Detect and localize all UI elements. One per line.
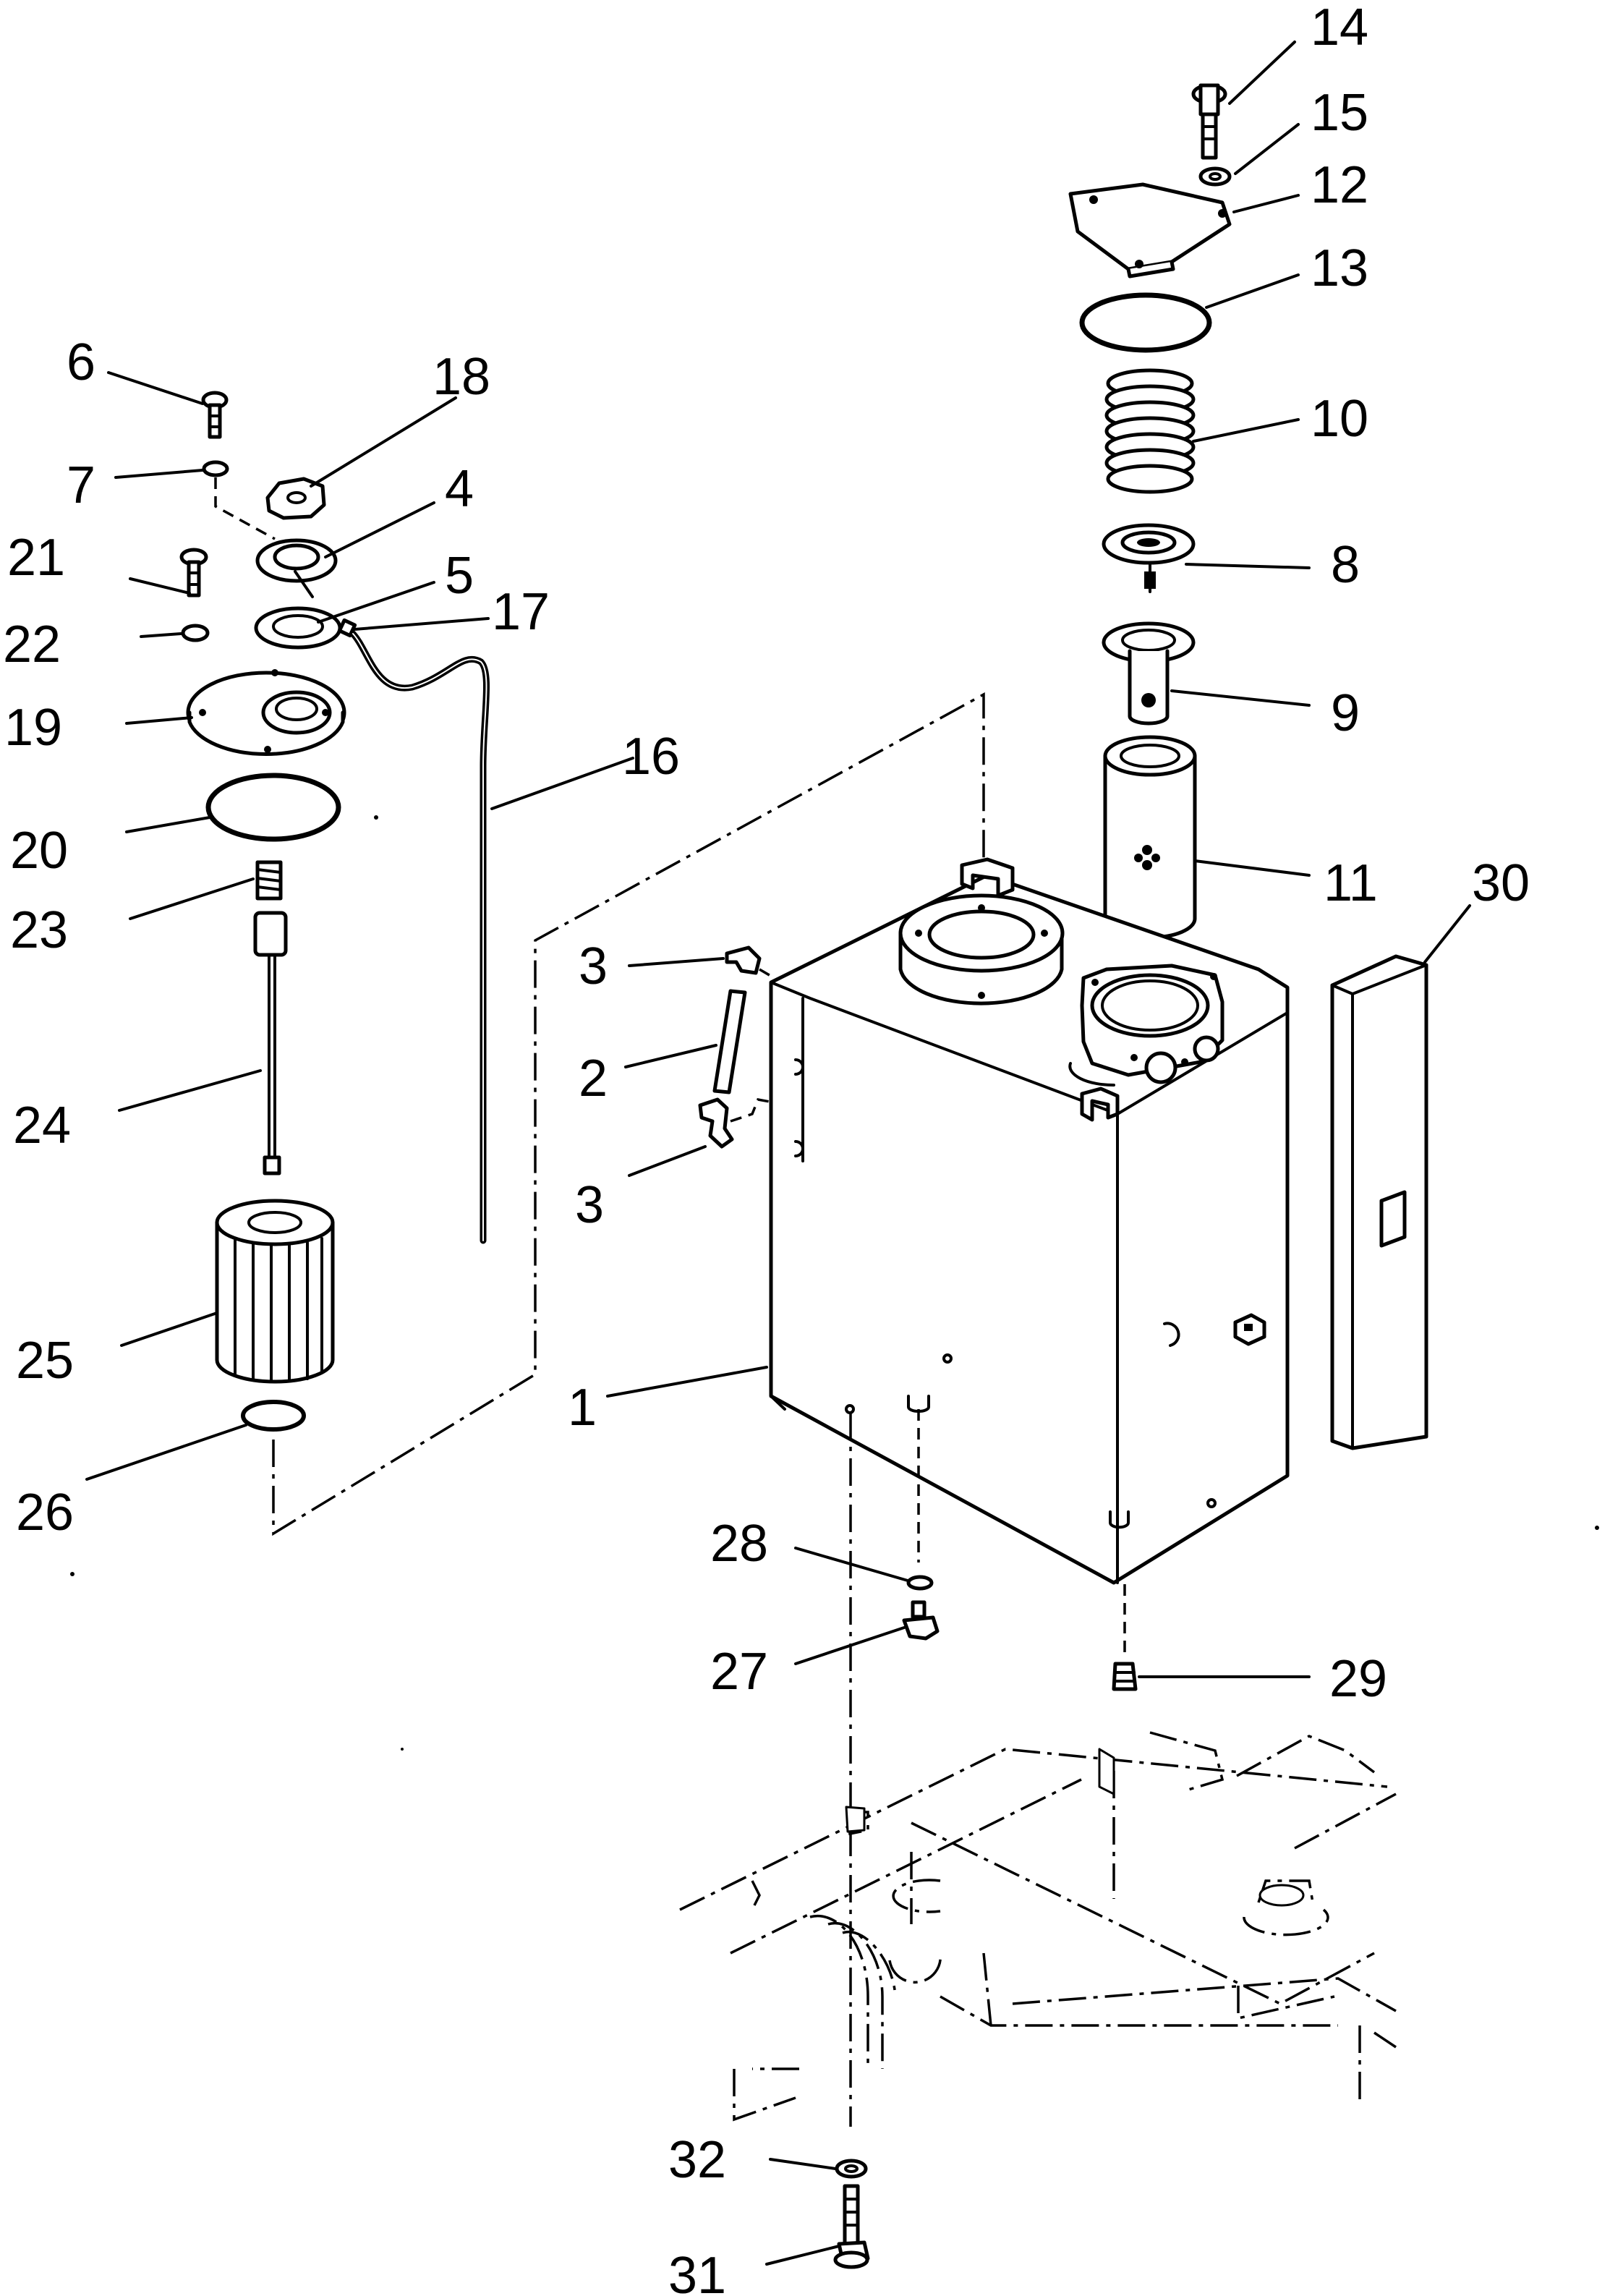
part-10-spring <box>1104 368 1196 494</box>
label-5: 5 <box>445 547 474 605</box>
part-15-washer <box>1198 166 1232 187</box>
part-29-plug <box>1112 1662 1138 1691</box>
part-8-valve <box>1102 523 1196 593</box>
label-6: 6 <box>67 333 95 391</box>
label-2: 2 <box>579 1050 608 1107</box>
part-3-elbow-lower <box>698 1097 778 1149</box>
label-28: 28 <box>710 1515 768 1573</box>
part-25-filter <box>215 1199 335 1384</box>
label-26: 26 <box>16 1484 74 1542</box>
part-23-spring <box>255 860 283 901</box>
label-30: 30 <box>1472 854 1530 912</box>
label-8: 8 <box>1331 536 1360 594</box>
part-24-rod <box>253 911 288 1175</box>
label-32: 32 <box>668 2131 726 2189</box>
label-27: 27 <box>710 1643 768 1701</box>
part-18-cap <box>265 477 326 520</box>
label-9: 9 <box>1331 684 1360 742</box>
part-22-washer <box>181 624 210 642</box>
label-1: 1 <box>568 1379 597 1437</box>
part-14-bolt <box>1191 83 1227 160</box>
machine-frame <box>679 1731 1397 2122</box>
label-11: 11 <box>1324 854 1378 912</box>
part-31-bolt <box>833 2184 870 2269</box>
label-21: 21 <box>7 529 65 587</box>
label-18: 18 <box>433 348 490 406</box>
part-5-gasket <box>254 606 342 650</box>
part-20-o-ring <box>205 773 341 842</box>
part-12-cover <box>1068 182 1232 279</box>
label-4: 4 <box>445 460 474 518</box>
part-number-labels: 6 7 18 4 5 17 21 22 19 20 23 24 25 26 16… <box>3 0 1530 2296</box>
label-13: 13 <box>1311 239 1368 297</box>
part-2-tube <box>712 989 747 1094</box>
label-24: 24 <box>13 1097 71 1155</box>
part-16-pipe <box>349 630 490 1244</box>
label-17: 17 <box>492 583 550 641</box>
part-9-strainer <box>1102 621 1196 726</box>
label-23: 23 <box>10 901 68 959</box>
part-6-bolt <box>201 391 229 439</box>
label-15: 15 <box>1311 84 1368 142</box>
part-7-washer <box>202 460 229 477</box>
part-4-flange <box>255 538 338 598</box>
part-26-o-ring <box>241 1400 306 1432</box>
part-32-washer <box>835 2159 868 2179</box>
label-22: 22 <box>3 616 61 673</box>
part-13-o-ring <box>1079 292 1212 353</box>
label-20: 20 <box>10 822 68 880</box>
label-14: 14 <box>1311 0 1368 56</box>
label-12: 12 <box>1311 156 1368 214</box>
label-3-upper: 3 <box>579 937 608 995</box>
part-1-tank <box>769 857 1290 1585</box>
label-31: 31 <box>668 2247 726 2296</box>
part-11-filter <box>1103 735 1197 940</box>
label-16: 16 <box>622 728 680 786</box>
part-30-cover-panel <box>1330 954 1428 1450</box>
part-19-plate <box>186 669 346 756</box>
label-25: 25 <box>16 1332 74 1390</box>
leader-lines <box>85 41 1471 2266</box>
part-28-o-ring <box>906 1575 934 1591</box>
label-29: 29 <box>1329 1650 1387 1708</box>
label-3-lower: 3 <box>575 1176 604 1234</box>
part-27-drain-plug <box>902 1600 940 1641</box>
label-10: 10 <box>1311 390 1368 448</box>
label-19: 19 <box>4 699 62 757</box>
part-21-bolt <box>179 548 208 598</box>
label-7: 7 <box>67 456 95 514</box>
